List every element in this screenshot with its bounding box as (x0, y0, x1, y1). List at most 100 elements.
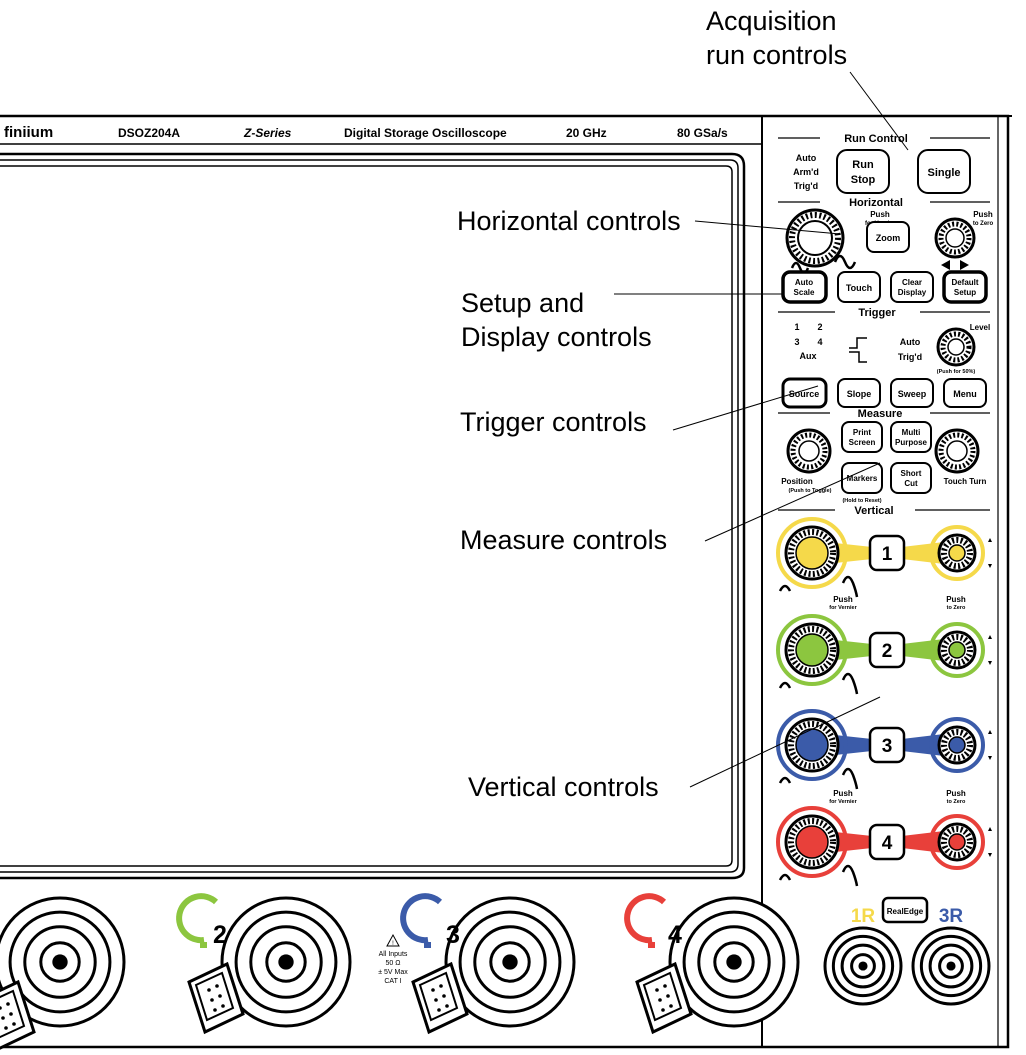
auto-scale-label-2: Scale (794, 288, 815, 297)
source-button[interactable]: Source (781, 377, 828, 409)
horizontal-position-knob[interactable] (934, 217, 976, 259)
brand-logo: finiium (4, 124, 53, 141)
rising-edge-icon (849, 337, 867, 349)
channel-4-scale-knob[interactable] (776, 806, 848, 878)
channel-1-input-connector[interactable] (0, 896, 126, 1028)
channel-2-offset-knob[interactable] (929, 622, 985, 678)
markers-button[interactable]: Markers (841, 462, 883, 494)
touch-label: Touch (846, 283, 872, 293)
horizontal-scale-knob[interactable] (785, 208, 845, 268)
run-stop-button[interactable]: Run Stop (836, 149, 890, 194)
channel-2-label: 2 (882, 641, 893, 662)
status-armed: Arm'd (793, 167, 819, 177)
touch-button[interactable]: Touch (837, 271, 881, 303)
channel-4-input-connector[interactable] (668, 896, 800, 1028)
measure-callout: Measure controls (460, 525, 668, 555)
short-cut-label-2: Cut (904, 479, 918, 488)
scale-wave-icon (841, 767, 859, 790)
model-number: DSOZ204A (118, 126, 180, 140)
print-screen-button[interactable]: Print Screen (841, 421, 883, 453)
series-name: Z-Series (243, 126, 292, 140)
measure-section: Measure Print Screen Multi Purpose Marke… (778, 408, 990, 504)
channel-4-offset-knob[interactable] (929, 814, 985, 870)
trigger-title: Trigger (858, 307, 896, 319)
scale-wave-icon (778, 873, 792, 881)
default-setup-button[interactable]: Default Setup (942, 270, 988, 304)
rotate-lock-arrow-icon (624, 893, 667, 944)
vertical-channel-2: 2 (776, 614, 992, 695)
input-1r-connector[interactable] (823, 926, 903, 1006)
push-50-label: (Push for 50%) (937, 369, 976, 375)
channel-2-button[interactable]: 2 (868, 631, 906, 669)
trigger-source-4: 4 (817, 337, 822, 347)
instrument-body-outline (0, 114, 1010, 1049)
auto-scale-label-1: Auto (795, 278, 813, 287)
arrow-down-icon (988, 756, 992, 760)
sweep-label: Sweep (898, 389, 927, 399)
input-warning: ! All Inputs 50 Ω ± 5V Max CAT I (378, 933, 408, 985)
sample-rate-label: 80 GSa/s (677, 126, 728, 140)
single-button[interactable]: Single (917, 149, 971, 194)
arrow-down-icon (988, 661, 992, 665)
position-knob[interactable] (786, 428, 832, 474)
input-3r-label: 3R (939, 906, 964, 927)
ch1-push-vernier-sub: for Vernier (829, 605, 857, 611)
sweep-button[interactable]: Sweep (890, 378, 934, 408)
default-setup-label-2: Setup (954, 288, 976, 297)
realedge-label: RealEdge (887, 907, 924, 916)
multi-purpose-button[interactable]: Multi Purpose (890, 421, 932, 453)
channel-4-probe-port[interactable] (635, 961, 693, 1035)
acquisition-callout: Acquisition run controls (706, 4, 847, 72)
channel-3-scale-knob[interactable] (776, 709, 848, 781)
channel-3-button[interactable]: 3 (868, 726, 906, 764)
channel-1-offset-knob[interactable] (929, 525, 985, 581)
run-control-section: Run Control Auto Arm'd Trig'd Run Stop S… (778, 133, 990, 194)
channel-2-scale-knob[interactable] (776, 614, 848, 686)
channel-2-input-connector[interactable] (220, 896, 352, 1028)
channel-1-label: 1 (882, 544, 893, 565)
short-cut-button[interactable]: Short Cut (890, 462, 932, 494)
trigger-level-knob[interactable] (936, 327, 976, 367)
warning-line-2: 50 Ω (386, 960, 401, 967)
horizontal-leader-line (694, 220, 841, 235)
acquisition-leader-line (849, 71, 909, 151)
channel-2-input-label: 2 (213, 921, 227, 949)
menu-button[interactable]: Menu (943, 378, 987, 408)
measure-title: Measure (858, 408, 903, 420)
rotate-lock-arrow-icon (400, 893, 443, 944)
setup-callout-line-1: Setup and (461, 288, 585, 318)
display-screen (0, 152, 746, 880)
input-1r-label: 1R (851, 906, 876, 927)
channel-2-probe-port[interactable] (187, 961, 245, 1035)
channel-4-button[interactable]: 4 (868, 823, 906, 861)
channel-1-scale-knob[interactable] (776, 517, 848, 589)
scale-wave-icon (833, 254, 857, 270)
default-setup-label-1: Default (951, 278, 978, 287)
auto-scale-button[interactable]: Auto Scale (781, 270, 828, 304)
rotate-lock-arrow-icon (176, 893, 219, 944)
trigger-mode-trigd: Trig'd (898, 352, 922, 362)
clear-display-label-2: Display (898, 288, 927, 297)
channel-1-probe-port[interactable] (0, 979, 36, 1050)
channel-3-probe-port[interactable] (411, 961, 469, 1035)
slope-button[interactable]: Slope (837, 378, 881, 408)
arrow-up-icon (988, 730, 992, 734)
channel-1-button[interactable]: 1 (868, 534, 906, 572)
zoom-label: Zoom (876, 233, 901, 243)
scale-wave-icon (841, 864, 859, 887)
touch-turn-knob[interactable] (934, 428, 980, 474)
clear-display-button[interactable]: Clear Display (890, 271, 934, 303)
arrow-up-icon (988, 538, 992, 542)
menu-label: Menu (953, 389, 977, 399)
multi-purpose-label-1: Multi (902, 428, 921, 437)
markers-label: Markers (847, 474, 878, 483)
trigger-source-3: 3 (794, 337, 799, 347)
arrow-up-icon (988, 635, 992, 639)
push-zero-sub: to Zero (973, 221, 994, 227)
realedge-button[interactable]: RealEdge (881, 896, 929, 924)
channel-3-input-connector[interactable] (444, 896, 576, 1028)
zoom-button[interactable]: Zoom (866, 221, 910, 253)
input-3r-connector[interactable] (911, 926, 991, 1006)
channel-3-offset-knob[interactable] (929, 717, 985, 773)
